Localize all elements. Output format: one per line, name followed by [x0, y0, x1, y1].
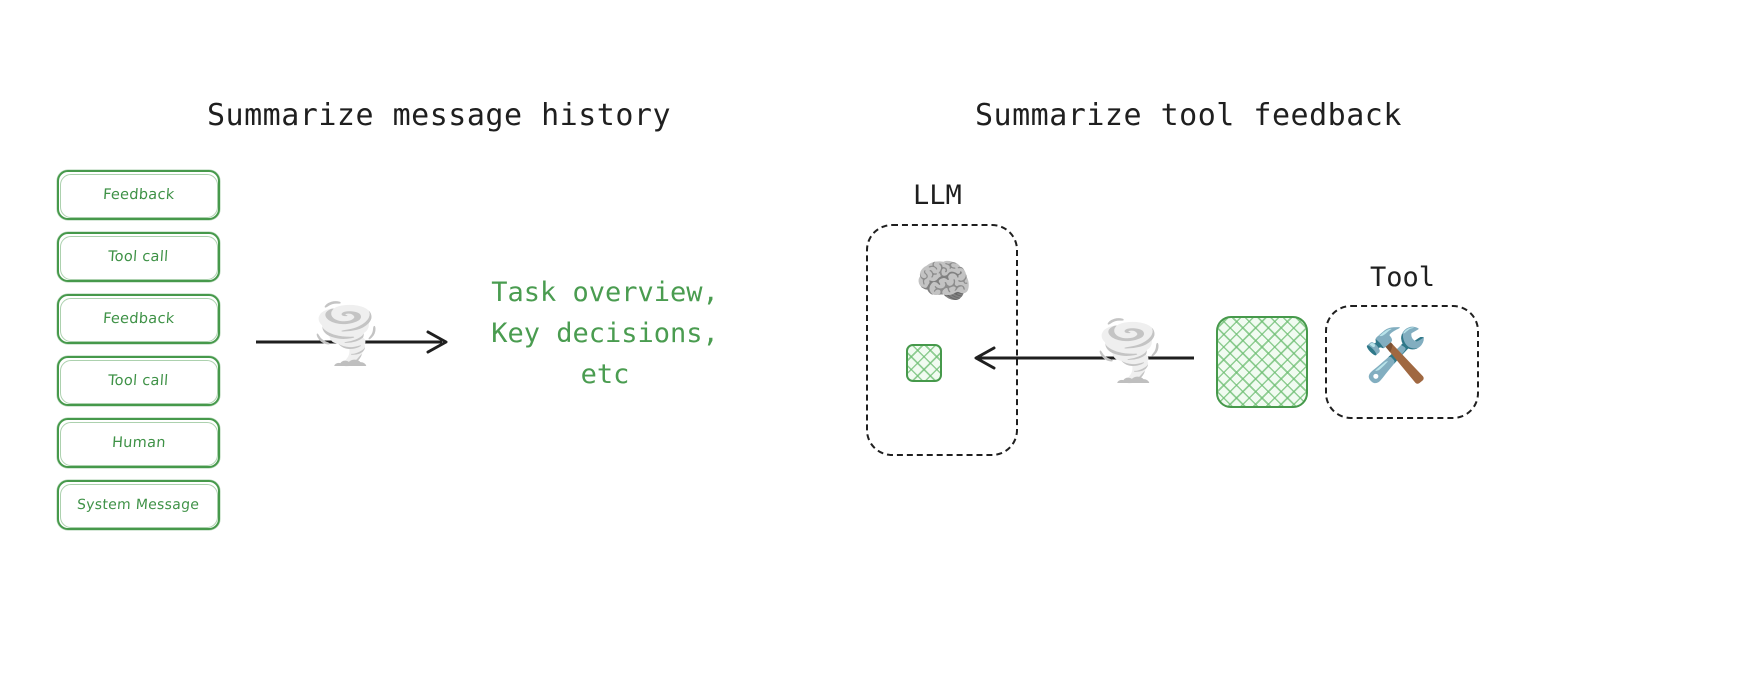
hammer-and-wrench-icon: 🛠️: [1363, 326, 1428, 386]
compressed-context-block: [906, 344, 942, 382]
brain-icon: 🧠: [915, 254, 973, 308]
tornado-icon: 🌪️: [1093, 317, 1166, 385]
tool-group-box: [1325, 305, 1479, 419]
message-box-feedback-2[interactable]: Feedback: [57, 294, 220, 344]
message-box-label: Tool call: [107, 249, 170, 265]
message-box-system-message[interactable]: System Message: [57, 480, 220, 530]
message-box-tool-call-1[interactable]: Tool call: [57, 232, 220, 282]
summarize-arrow-left: [968, 336, 1194, 380]
llm-group-label: LLM: [913, 180, 962, 211]
tornado-icon: 🌪️: [310, 300, 383, 368]
arrow-right-icon: [256, 330, 448, 354]
llm-group-box: [866, 224, 1018, 456]
summary-output-text: Task overview, Key decisions, etc: [491, 277, 719, 390]
message-box-tool-call-2[interactable]: Tool call: [57, 356, 220, 406]
message-box-human[interactable]: Human: [57, 418, 220, 468]
message-box-label: System Message: [76, 497, 201, 513]
left-panel-title: Summarize message history: [207, 98, 672, 133]
message-history-stack: Feedback Tool call Feedback Tool call Hu…: [57, 170, 220, 542]
message-box-feedback-1[interactable]: Feedback: [57, 170, 220, 220]
tool-group-label: Tool: [1370, 262, 1436, 293]
right-panel-title: Summarize tool feedback: [975, 98, 1402, 133]
message-box-label: Tool call: [107, 373, 170, 389]
message-box-label: Feedback: [102, 187, 175, 203]
message-box-label: Feedback: [102, 311, 175, 327]
raw-tool-output-block: [1216, 316, 1308, 408]
arrow-left-icon: [974, 346, 1194, 370]
summarize-arrow-right: [256, 320, 452, 364]
message-box-label: Human: [111, 435, 166, 451]
